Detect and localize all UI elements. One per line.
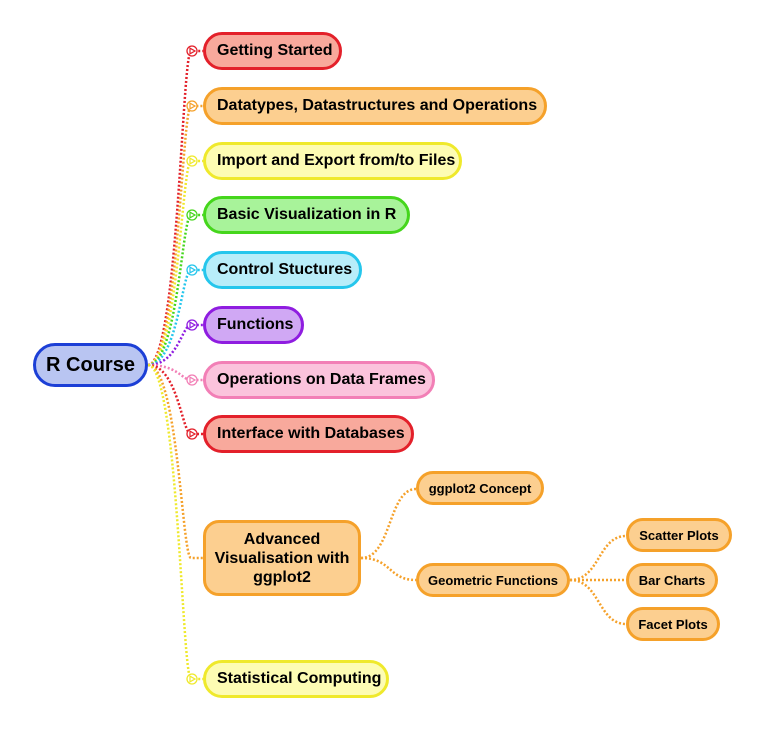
connector-ggplot2-concept (360, 487, 417, 560)
topic-import-export[interactable]: Import and Export from/to Files (203, 142, 462, 180)
play-circle-icon[interactable] (186, 319, 198, 331)
play-circle-icon[interactable] (186, 264, 198, 276)
connector-topic-3 (147, 213, 203, 367)
topic-functions[interactable]: Functions (203, 306, 304, 344)
connector-geometric-functions (360, 556, 417, 582)
connector-topic-4 (147, 268, 203, 367)
connector-topic-5 (147, 323, 203, 367)
topic-operations-data-frames[interactable]: Operations on Data Frames (203, 361, 435, 399)
play-circle-icon[interactable] (186, 374, 198, 386)
play-circle-icon[interactable] (186, 155, 198, 167)
play-circle-icon[interactable] (186, 209, 198, 221)
connector-facet-plots (569, 578, 627, 626)
topic-control-structures[interactable]: Control Stuctures (203, 251, 362, 289)
subtopic-scatter-plots[interactable]: Scatter Plots (626, 518, 732, 552)
topic-getting-started[interactable]: Getting Started (203, 32, 342, 70)
topic-basic-visualization[interactable]: Basic Visualization in R (203, 196, 410, 234)
subtopic-ggplot2-concept[interactable]: ggplot2 Concept (416, 471, 544, 505)
connector-topic-9 (147, 363, 203, 681)
root-node-r-course[interactable]: R Course (33, 343, 148, 387)
connector-topic-0 (147, 49, 203, 367)
topic-statistical-computing[interactable]: Statistical Computing (203, 660, 389, 698)
connector-topic-8 (147, 363, 203, 560)
connector-topic-1 (147, 104, 203, 367)
subtopic-bar-charts[interactable]: Bar Charts (626, 563, 718, 597)
topic-datatypes[interactable]: Datatypes, Datastructures and Operations (203, 87, 547, 125)
play-circle-icon[interactable] (186, 428, 198, 440)
play-circle-icon[interactable] (186, 673, 198, 685)
subtopic-geometric-functions[interactable]: Geometric Functions (416, 563, 570, 597)
play-circle-icon[interactable] (186, 100, 198, 112)
connector-topic-6 (147, 363, 203, 382)
subtopic-facet-plots[interactable]: Facet Plots (626, 607, 720, 641)
topic-advanced-visualisation[interactable]: Advanced Visualisation with ggplot2 (203, 520, 361, 596)
play-circle-icon[interactable] (186, 45, 198, 57)
connector-scatter-plots (569, 534, 627, 582)
topic-interface-databases[interactable]: Interface with Databases (203, 415, 414, 453)
